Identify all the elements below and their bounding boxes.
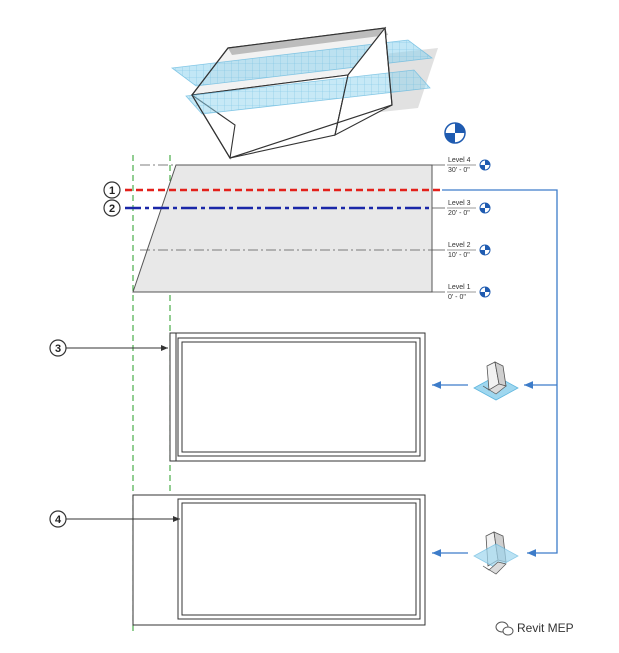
view-range-cube-icon bbox=[473, 531, 519, 575]
level-head-icon bbox=[479, 286, 491, 298]
isometric-wall-model bbox=[170, 26, 438, 160]
level-2[interactable]: Level 2 10' - 0" bbox=[447, 242, 491, 259]
section-view bbox=[125, 164, 445, 293]
plan-view-upper bbox=[169, 332, 426, 462]
level-elevation: 0' - 0" bbox=[448, 294, 466, 301]
wechat-icon bbox=[495, 621, 514, 636]
level-name: Level 4 bbox=[448, 157, 471, 164]
watermark-text: Revit MEP bbox=[517, 621, 574, 635]
callout-number: 4 bbox=[55, 514, 62, 526]
callout-4: 4 bbox=[49, 510, 180, 528]
level-elevation: 30' - 0" bbox=[448, 167, 470, 174]
callout-3: 3 bbox=[49, 339, 168, 357]
level-3[interactable]: Level 3 20' - 0" bbox=[447, 200, 491, 217]
level-name: Level 3 bbox=[448, 200, 471, 207]
level-labels: Level 4 30' - 0" Level 3 20' - 0" Level … bbox=[447, 157, 491, 301]
level-name: Level 2 bbox=[448, 242, 471, 249]
callout-number: 2 bbox=[109, 203, 115, 215]
view-range-cube-icon bbox=[473, 361, 519, 401]
level-elevation: 10' - 0" bbox=[448, 252, 470, 259]
level-1[interactable]: Level 1 0' - 0" bbox=[447, 284, 491, 301]
elevation-marker-icon[interactable] bbox=[444, 122, 466, 144]
level-name: Level 1 bbox=[448, 284, 471, 291]
level-head-icon bbox=[479, 244, 491, 256]
level-4[interactable]: Level 4 30' - 0" bbox=[447, 157, 491, 174]
level-head-icon bbox=[479, 159, 491, 171]
callout-2: 2 bbox=[103, 199, 121, 217]
callout-1: 1 bbox=[103, 181, 121, 199]
watermark: Revit MEP bbox=[495, 621, 574, 636]
callout-number: 3 bbox=[55, 343, 61, 355]
plan-view-lower bbox=[132, 494, 426, 626]
callout-number: 1 bbox=[109, 185, 115, 197]
level-elevation: 20' - 0" bbox=[448, 210, 470, 217]
level-head-icon bbox=[479, 202, 491, 214]
leader-bracket bbox=[432, 189, 558, 557]
